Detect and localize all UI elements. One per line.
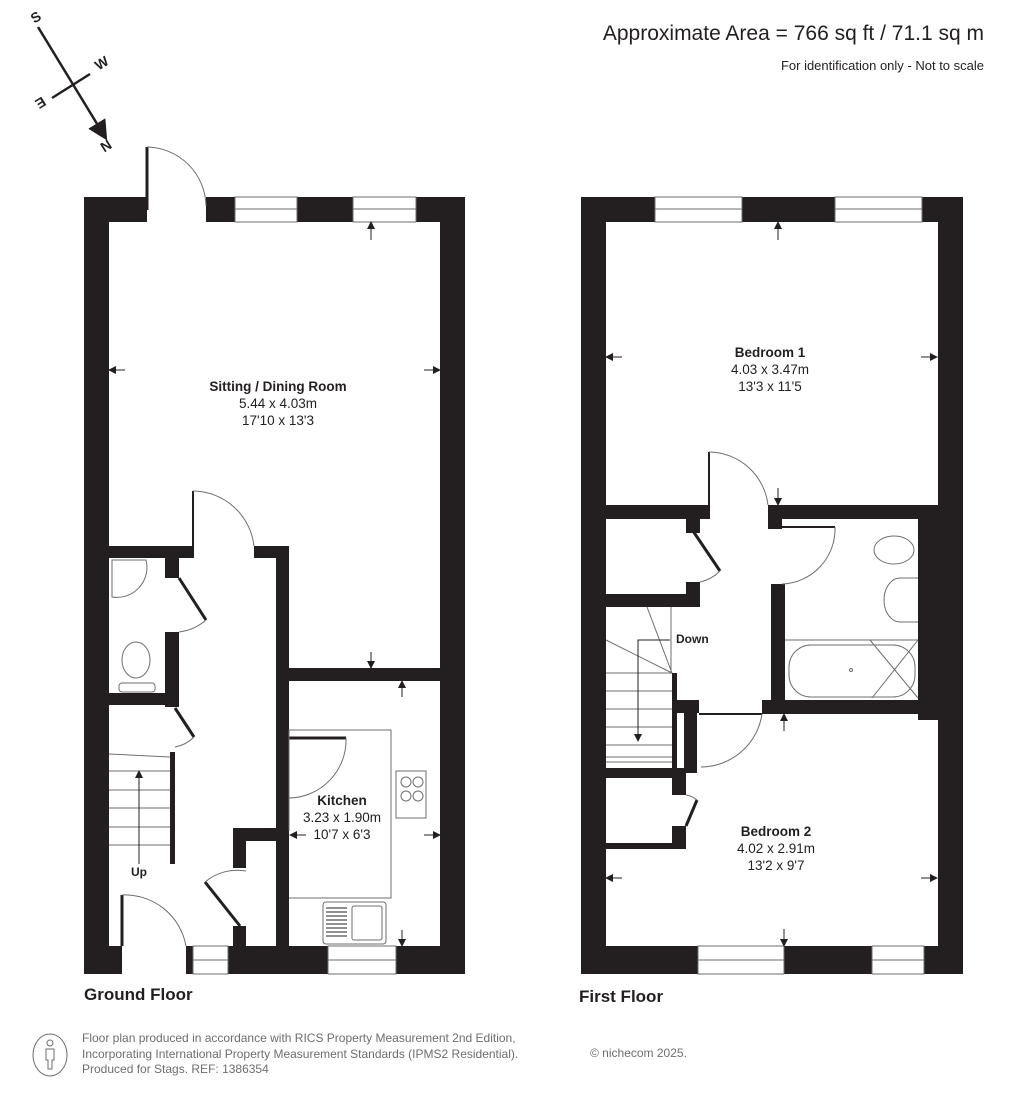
room-label-bedroom-1: Bedroom 1 4.03 x 3.47m 13'3 x 11'5 xyxy=(731,344,809,395)
first-floor-windows xyxy=(654,196,925,975)
ground-floor-stairs xyxy=(108,753,171,864)
stairs-down-label: Down xyxy=(676,632,709,646)
room-label-sitting-dining: Sitting / Dining Room 5.44 x 4.03m 17'10… xyxy=(209,378,346,429)
stairs-up-label: Up xyxy=(131,865,147,879)
room-imperial: 17'10 x 13'3 xyxy=(242,413,314,428)
bathroom-fixtures xyxy=(785,535,919,699)
footer-line: Floor plan produced in accordance with R… xyxy=(82,1031,516,1045)
approximate-area: Approximate Area = 766 sq ft / 71.1 sq m xyxy=(602,22,984,45)
ground-measure-arrows xyxy=(108,221,441,947)
room-imperial: 10'7 x 6'3 xyxy=(313,827,371,842)
footer-line: Incorporating International Property Mea… xyxy=(82,1046,519,1061)
room-name: Bedroom 1 xyxy=(734,345,806,360)
ground-floor-windows xyxy=(192,196,417,975)
first-floor-label: First Floor xyxy=(579,987,664,1006)
scale-disclaimer: For identification only - Not to scale xyxy=(780,58,984,73)
room-imperial: 13'2 x 9'7 xyxy=(747,858,805,873)
first-floor-stairs xyxy=(605,606,673,763)
person-icon xyxy=(32,1033,68,1077)
footer-line: Produced for Stags. REF: 1386354 xyxy=(82,1062,269,1076)
footer-notes: Floor plan produced in accordance with R… xyxy=(82,1031,518,1078)
room-metric: 3.23 x 1.90m xyxy=(302,810,382,825)
ground-floor-walls xyxy=(84,197,465,974)
room-name: Bedroom 2 xyxy=(740,824,812,839)
room-name: Kitchen xyxy=(317,793,367,808)
ground-floor-doors xyxy=(120,146,347,947)
room-metric: 4.03 x 3.47m xyxy=(730,362,810,377)
room-metric: 5.44 x 4.03m xyxy=(238,396,318,411)
ground-floor-label: Ground Floor xyxy=(84,985,193,1004)
room-imperial: 13'3 x 11'5 xyxy=(738,379,802,394)
first-floor-walls xyxy=(581,197,963,974)
drainer-lines xyxy=(326,907,347,937)
wc-fixtures xyxy=(111,559,156,693)
compass-icon xyxy=(36,26,108,141)
room-label-bedroom-2: Bedroom 2 4.02 x 2.91m 13'2 x 9'7 xyxy=(737,823,815,874)
room-name: Sitting / Dining Room xyxy=(209,379,347,394)
first-floor-doors xyxy=(684,451,836,827)
room-metric: 4.02 x 2.91m xyxy=(736,841,816,856)
first-measure-arrows xyxy=(605,221,938,947)
kitchen-fixtures xyxy=(288,729,427,945)
copyright: © nichecom 2025. xyxy=(590,1046,687,1060)
room-label-kitchen: Kitchen 3.23 x 1.90m 10'7 x 6'3 xyxy=(303,792,381,843)
